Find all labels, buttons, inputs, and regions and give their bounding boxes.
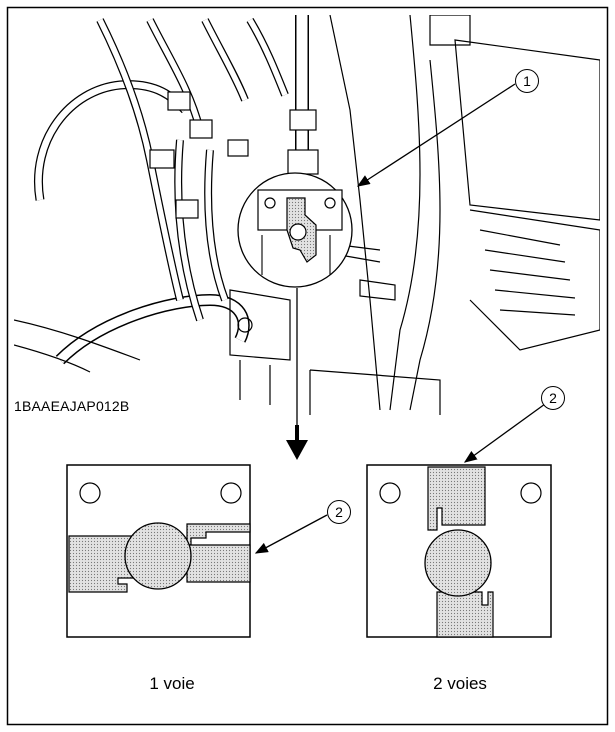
valve-zoom-circle: [237, 172, 353, 288]
figure-reference-code: 1BAAEAJAP012B: [14, 398, 130, 414]
detail-panel-2-voies: [366, 403, 552, 638]
caption-1-voie: 1 voie: [149, 674, 195, 693]
detail-panel-1-voie: [66, 464, 328, 638]
callout-2a-leader: [254, 514, 328, 554]
engine-bay-illustration: [14, 15, 600, 415]
callout-1-leader: [356, 83, 516, 187]
callout-1: 1: [515, 69, 539, 93]
outer-border: [6, 6, 609, 726]
callout-2-right: 2: [541, 386, 565, 410]
callout-2b-leader: [463, 403, 546, 463]
caption-2-voies: 2 voies: [433, 674, 487, 693]
zoom-arrow-head: [286, 440, 308, 460]
callout-2-left: 2: [327, 500, 351, 524]
